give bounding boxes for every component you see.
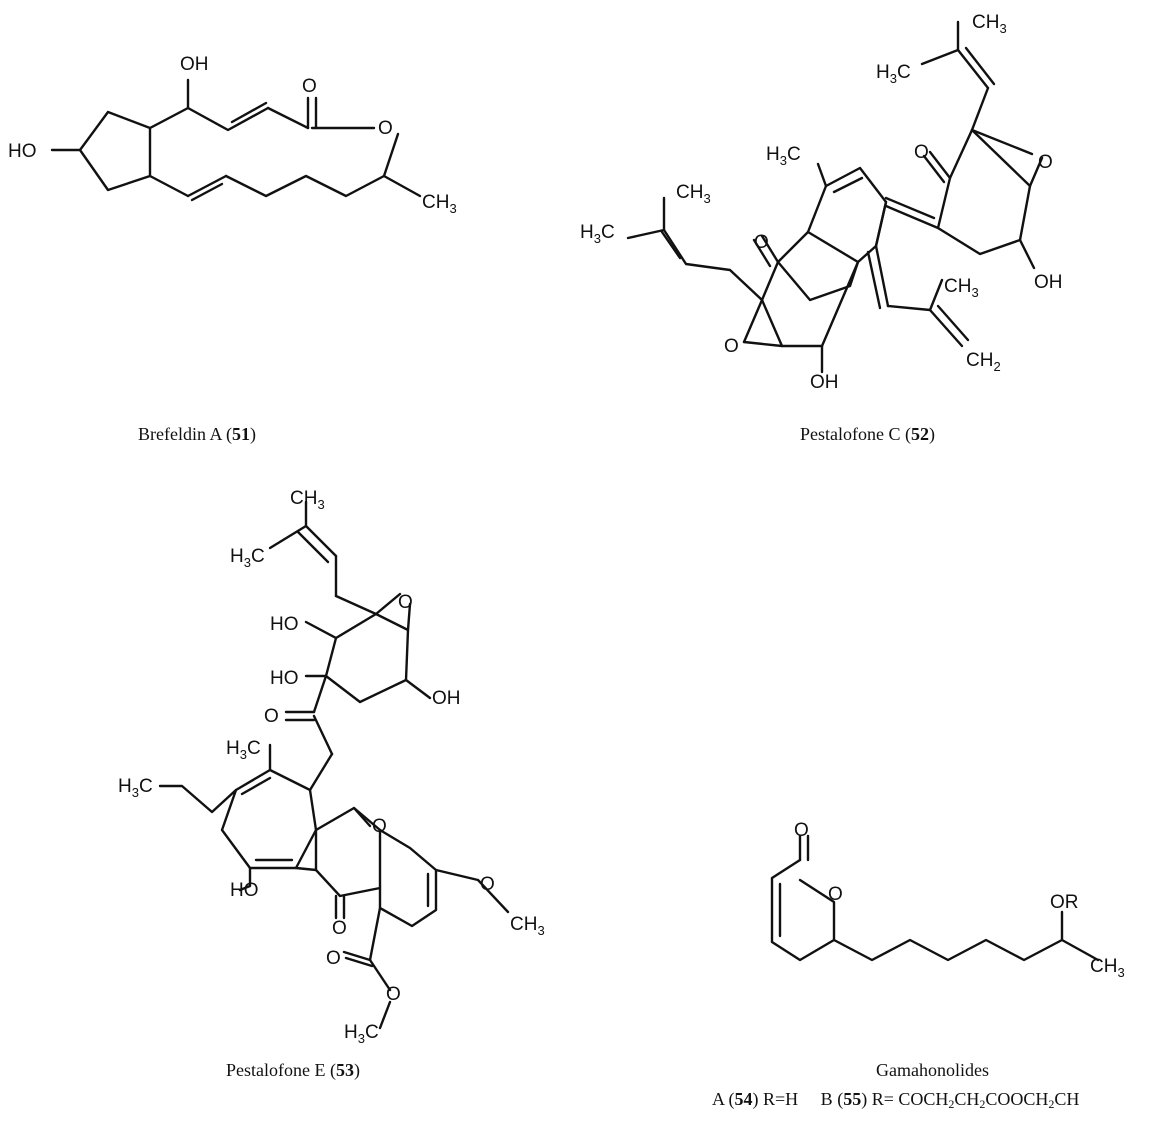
caption-gamahonolides: Gamahonolides <box>876 1060 989 1081</box>
oh-right: OH <box>1034 272 1063 293</box>
caption-number: 51 <box>232 424 250 444</box>
variant-a-r: R=H <box>763 1089 799 1109</box>
pestalofone-c-structure: CH3 H3C O O OH H3C CH3 H3C O O OH CH3 CH… <box>580 12 1063 393</box>
ketone-o-left: O <box>754 232 769 253</box>
gamahonolide-ch3: CH3 <box>1090 956 1125 980</box>
caption-pestalofone-e: Pestalofone E (53) <box>226 1060 360 1080</box>
sub-2: 2 <box>948 1097 955 1111</box>
variant-b-r-prefix: R= COCH <box>871 1089 949 1109</box>
variant-b-r-mid2: COOCH <box>985 1089 1049 1109</box>
ome-o-e: O <box>480 874 495 895</box>
oh-e: OH <box>432 688 461 709</box>
variant-b-letter: B <box>820 1089 833 1109</box>
variant-a-number: 54 <box>734 1089 753 1109</box>
caption-pestalofone-c: Pestalofone C (52) <box>800 424 935 444</box>
ring-o-e: O <box>372 816 387 837</box>
or-label: OR <box>1050 892 1079 913</box>
ester-co-e: O <box>326 948 341 969</box>
h3c-left-prenyl: H3C <box>580 222 615 246</box>
caption-number: 52 <box>911 424 929 444</box>
ho-3-e: HO <box>230 880 259 901</box>
h3c-center: H3C <box>766 144 801 168</box>
oh-left: OH <box>810 372 839 393</box>
caption-name: Pestalofone C <box>800 424 901 444</box>
oh-label: OH <box>180 54 209 75</box>
ch3-top-label: CH3 <box>972 12 1007 36</box>
lactone-co-o: O <box>794 820 809 841</box>
caption-name: Pestalofone E <box>226 1060 326 1080</box>
epoxide-o-e: O <box>398 592 413 613</box>
ho-2-e: HO <box>270 668 299 689</box>
ketone-o-right: O <box>914 142 929 163</box>
ester-o-label: O <box>378 118 393 139</box>
ho-label: HO <box>8 141 37 162</box>
h3c-prenyl-e: H3C <box>230 546 265 570</box>
ome-ch3-e: CH3 <box>510 914 545 938</box>
xanthone-o-e: O <box>332 918 347 939</box>
sub-2: 2 <box>979 1097 986 1111</box>
caption-number: 53 <box>335 1060 354 1080</box>
pestalofone-e-structure: CH3 H3C O HO HO OH O H3C H3C HO O O O CH… <box>118 488 545 1046</box>
variant-b-number: 55 <box>843 1089 862 1109</box>
brefeldin-a-structure: OH HO O O CH3 <box>8 54 457 216</box>
caption-name: Gamahonolides <box>876 1060 989 1080</box>
ester-ch3-e: H3C <box>344 1022 379 1046</box>
ketone-o-e: O <box>264 706 279 727</box>
ch3-left-prenyl: CH3 <box>676 182 711 206</box>
epoxide-o-right: O <box>1038 152 1053 173</box>
variant-a-letter: A <box>712 1089 725 1109</box>
h3c-top-label: H3C <box>876 62 911 86</box>
carbonyl-o-label: O <box>302 76 317 97</box>
epoxide-o-left: O <box>724 336 739 357</box>
ester-o-e: O <box>386 984 401 1005</box>
caption-gamahonolides-variants: A (54) R=H B (55) R= COCH2CH2COOCH2CH <box>712 1089 1080 1111</box>
ch3-isopropenyl: CH3 <box>944 276 979 300</box>
variant-b-r-end: CH <box>1054 1089 1080 1109</box>
lactone-ring-o: O <box>828 884 843 905</box>
caption-brefeldin-a: Brefeldin A (51) <box>138 424 256 444</box>
h3c-propyl-e: H3C <box>118 776 153 800</box>
gamahonolides-structure: O O OR CH3 <box>770 820 1125 980</box>
variant-b-r-mid: CH <box>954 1089 980 1109</box>
ho-1-e: HO <box>270 614 299 635</box>
ch3-prenyl-e: CH3 <box>290 488 325 512</box>
ch3-label: CH3 <box>422 192 457 216</box>
caption-name: Brefeldin A <box>138 424 222 444</box>
ch2-isopropenyl: CH2 <box>966 350 1001 374</box>
sub-2: 2 <box>1048 1097 1055 1111</box>
h3c-ring-e: H3C <box>226 738 261 762</box>
